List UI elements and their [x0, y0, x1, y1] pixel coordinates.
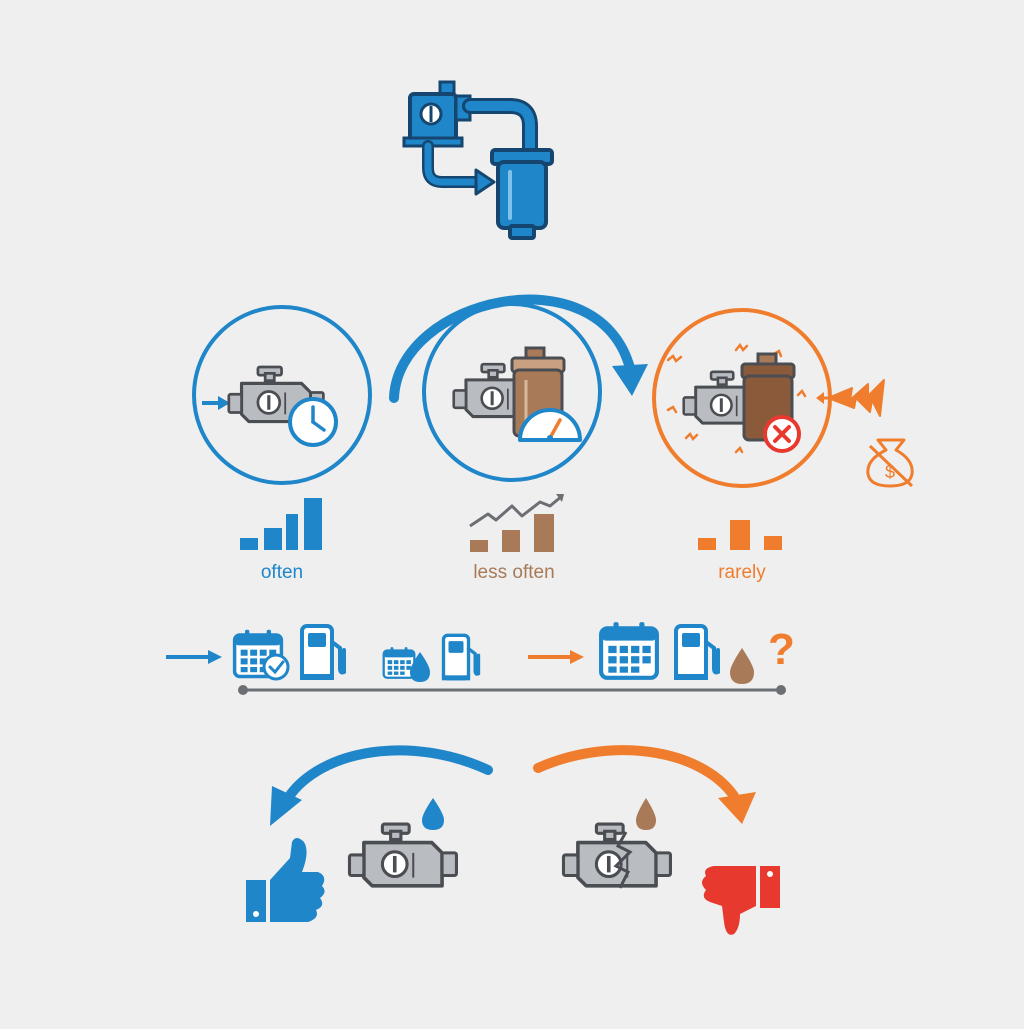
trend-chart-icon-less-often — [469, 494, 564, 552]
check-badge-icon — [262, 653, 290, 681]
bar-chart-icon-often — [240, 498, 322, 550]
fuel-drop-icon — [410, 652, 430, 682]
calendar-icon — [382, 646, 416, 679]
question-mark-icon: ? — [768, 625, 795, 674]
fuel-filter-icon — [490, 148, 554, 240]
damaged-engine-outcome — [561, 798, 673, 889]
outcome-arrowhead-blue — [270, 786, 302, 826]
fuel-pump-icon — [402, 80, 472, 148]
fuel-station-icon — [298, 624, 346, 682]
fuel-station-icon — [440, 633, 481, 682]
stage-arc-arrow-blue — [389, 294, 635, 403]
fuel-drop-icon — [422, 798, 444, 830]
thumbs-down-icon — [702, 866, 780, 935]
timeline: ? — [166, 622, 795, 695]
arrow-right-icon — [202, 396, 230, 410]
no-money-bag-icon: $ — [866, 438, 914, 488]
clock-icon — [288, 397, 338, 447]
error-x-icon — [763, 415, 801, 453]
arrow-right-icon — [528, 650, 584, 664]
lightning-icon — [816, 379, 885, 417]
stage-often — [192, 305, 372, 485]
arrow-right-icon — [166, 650, 222, 664]
fuel-station-icon — [672, 624, 720, 682]
stage-rarely — [652, 308, 832, 488]
fuel-drop-icon — [730, 648, 754, 684]
stage-label-rarely: rarely — [718, 562, 766, 583]
calendar-icon — [601, 622, 657, 678]
svg-text:$: $ — [885, 462, 895, 482]
fuel-drop-icon — [636, 798, 656, 830]
stage-label-often: often — [260, 562, 304, 583]
clean-engine-icon — [347, 822, 459, 888]
clean-engine-outcome — [347, 798, 459, 888]
crack-icon — [613, 831, 633, 889]
stage-arc-arrowhead-blue — [612, 364, 648, 396]
stage-often-circle — [192, 305, 372, 485]
gauge-icon — [518, 408, 582, 442]
stage-label-less-often: less often — [473, 562, 555, 583]
bar-chart-icon-rarely — [698, 520, 782, 550]
top-pump-filter-group — [402, 80, 554, 240]
pipe-arrow-icon — [422, 98, 538, 196]
stage-less-often-circle — [422, 302, 602, 482]
outcome-arc-arrow-orange — [533, 745, 739, 801]
thumbs-up-icon — [246, 838, 325, 922]
stage-less-often — [422, 302, 602, 482]
outcome-arc-arrow-blue — [283, 745, 493, 803]
damaged-engine-icon — [561, 822, 673, 888]
outcome-arrowhead-orange — [718, 792, 756, 824]
